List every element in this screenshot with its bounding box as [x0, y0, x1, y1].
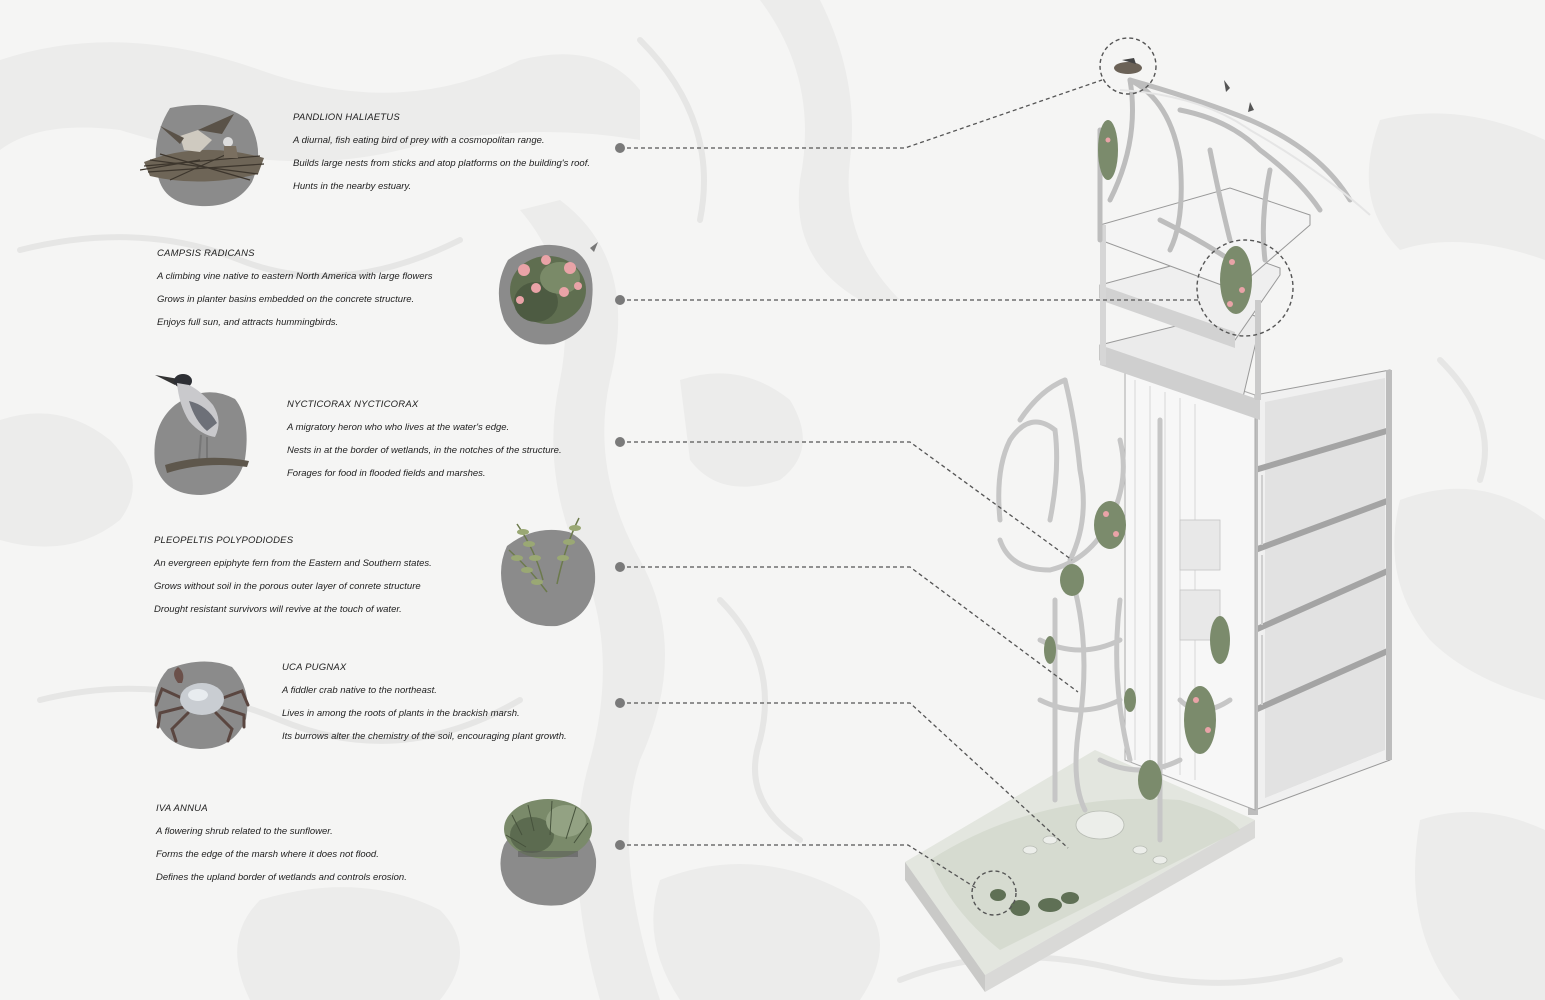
tower-floor-stack — [1248, 369, 1392, 815]
species-name: PANDLION HALIAETUS — [293, 112, 400, 123]
roof-edge — [1119, 89, 1371, 216]
species-blob-uca — [154, 661, 250, 749]
species-description-line: Hunts in the nearby estuary. — [293, 181, 412, 192]
crab-icon — [154, 667, 250, 743]
species-description-line: An evergreen epiphyte fern from the East… — [154, 558, 432, 569]
species-text-campsis: CAMPSIS RADICANS A climbing vine native … — [157, 242, 432, 334]
species-name: IVA ANNUA — [156, 803, 208, 814]
species-description-line: Grows without soil in the porous outer l… — [154, 581, 421, 592]
species-blob-iva — [500, 799, 597, 906]
species-name: CAMPSIS RADICANS — [157, 248, 255, 259]
species-text-uca: UCA PUGNAX A fiddler crab native to the … — [282, 656, 567, 748]
species-description-line: Nests in at the border of wetlands, in t… — [287, 445, 562, 456]
species-description-line: Forms the edge of the marsh where it doe… — [156, 849, 379, 860]
species-blob-campsis — [498, 242, 598, 345]
species-description-line: Drought resistant survivors will revive … — [154, 604, 402, 615]
species-description-line: Forages for food in flooded fields and m… — [287, 468, 486, 479]
species-description-line: Its burrows alter the chemistry of the s… — [282, 731, 567, 742]
species-blob-pleopeltis — [501, 517, 596, 627]
highlight-circles — [971, 37, 1294, 916]
heron-icon — [155, 374, 249, 473]
species-text-pleopeltis: PLEOPELTIS POLYPODIODES An evergreen epi… — [154, 529, 432, 621]
flowering-vine-icon — [510, 242, 598, 324]
species-text-iva: IVA ANNUA A flowering shrub related to t… — [156, 797, 407, 889]
species-name: PLEOPELTIS POLYPODIODES — [154, 535, 294, 546]
species-description-line: Grows in planter basins embedded on the … — [157, 294, 415, 305]
rooftop-nest — [1114, 58, 1254, 112]
species-description-line: Defines the upland border of wetlands an… — [156, 872, 407, 883]
species-description-line: A diurnal, fish eating bird of prey with… — [293, 135, 545, 146]
species-description-line: Builds large nests from sticks and atop … — [293, 158, 590, 169]
species-description-line: A migratory heron who who lives at the w… — [287, 422, 510, 433]
species-name: NYCTICORAX NYCTICORAX — [287, 399, 419, 410]
species-description-line: A flowering shrub related to the sunflow… — [156, 826, 333, 837]
species-text-pandlion: PANDLION HALIAETUS A diurnal, fish eatin… — [293, 106, 590, 198]
species-blob-nycticorax — [154, 374, 249, 495]
upper-floor-slabs — [1099, 187, 1311, 420]
species-description-line: A climbing vine native to eastern North … — [157, 271, 433, 282]
species-text-nycticorax: NYCTICORAX NYCTICORAX A migratory heron … — [287, 393, 562, 485]
shrub-icon — [504, 799, 592, 859]
species-description-line: A fiddler crab native to the northeast. — [282, 685, 437, 696]
species-description-line: Lives in among the roots of plants in th… — [282, 708, 520, 719]
species-name: UCA PUGNAX — [282, 662, 347, 673]
species-blob-pandlion — [140, 104, 265, 207]
fern-icon — [508, 517, 581, 593]
species-description-line: Enjoys full sun, and attracts hummingbir… — [157, 317, 339, 328]
osprey-nest-icon — [140, 114, 265, 182]
